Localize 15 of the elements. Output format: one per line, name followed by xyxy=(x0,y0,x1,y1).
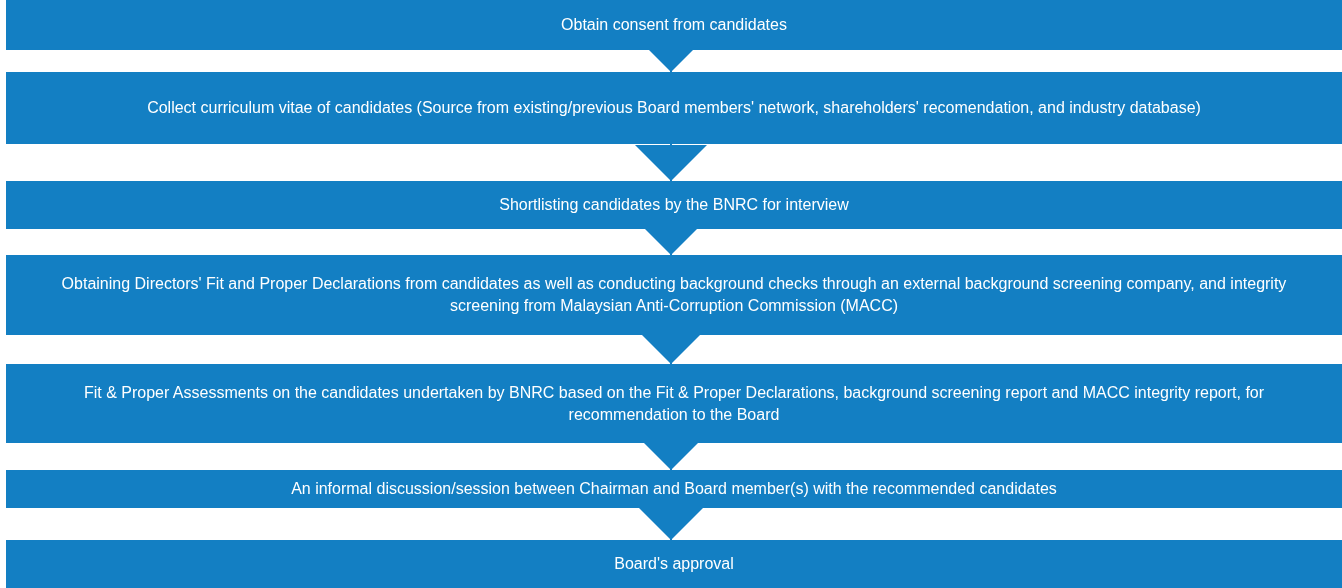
process-band xyxy=(6,470,1342,508)
step-text: Fit & Proper Assessments on the candidates undertaken by BNRC based on the Fit & Proper Declarations, background screening report and MACC integrity report, for recommendation to the Board xyxy=(82,382,1266,425)
process-band xyxy=(6,181,1342,229)
step-text: An informal discussion/session between Chairman and Board member(s) with the recommended candidates xyxy=(291,479,1057,499)
process-band xyxy=(6,72,1342,144)
process-band xyxy=(6,255,1342,335)
process-band xyxy=(6,0,1342,50)
process-band xyxy=(6,540,1342,588)
step-text: Shortlisting candidates by the BNRC for interview xyxy=(499,195,849,215)
step-text: Obtain consent from candidates xyxy=(561,15,787,35)
step-text: Collect curriculum vitae of candidates (Source from existing/previous Board members' network, shareholders' recomendation, and industry database) xyxy=(147,98,1201,118)
step-text: Board's approval xyxy=(614,554,734,574)
step-text: Obtaining Directors' Fit and Proper Declarations from candidates as well as conducting background checks through an external background screening company, and integrity screening from Malaysian Anti-Corruption Commission (MACC) xyxy=(60,274,1288,316)
down-arrow xyxy=(635,143,707,182)
process-band xyxy=(6,364,1342,443)
